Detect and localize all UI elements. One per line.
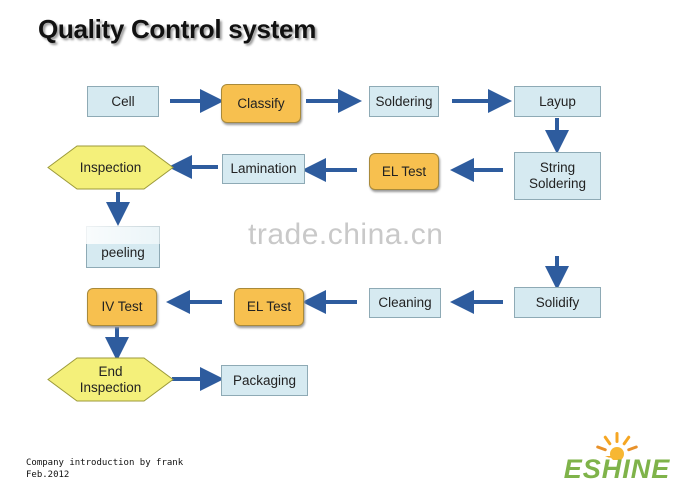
step-cell: Cell <box>87 86 159 117</box>
decision-inspection-shape <box>47 145 174 190</box>
step-layup: Layup <box>514 86 601 117</box>
step-soldering: Soldering <box>369 86 439 117</box>
step-el-test-2-label: EL Test <box>246 299 292 314</box>
step-solidify: Solidify <box>514 287 601 318</box>
step-cleaning-label: Cleaning <box>378 295 432 310</box>
decision-inspection: Inspection <box>47 145 174 190</box>
decision-inspection-label: Inspection <box>79 159 142 175</box>
step-packaging: Packaging <box>221 365 308 396</box>
step-classify: Classify <box>221 84 301 123</box>
sun-icon <box>596 432 638 461</box>
step-lamination-label: Lamination <box>230 161 297 176</box>
eshine-logo: ESHINE <box>562 426 672 488</box>
step-classify-label: Classify <box>237 95 285 111</box>
step-string-soldering: String Soldering <box>514 152 601 200</box>
step-solidify-label: Solidify <box>535 294 580 310</box>
logo-text: ESHINE <box>563 454 671 484</box>
watermark-text: trade.china.cn <box>248 218 444 251</box>
step-packaging-label: Packaging <box>232 372 297 388</box>
watermark-fade <box>76 226 162 244</box>
step-lamination: Lamination <box>222 154 305 184</box>
step-string-soldering-label-2: Soldering <box>528 176 587 191</box>
step-layup-label: Layup <box>539 93 576 109</box>
step-el-test-1-label: EL Test <box>381 163 427 179</box>
step-iv-test-label: IV Test <box>101 299 143 314</box>
decision-end-inspection: End Inspection <box>47 357 174 402</box>
footer-line-1: Company introduction by frank <box>26 458 184 468</box>
decision-end-inspection-shape <box>47 357 174 402</box>
step-string-soldering-label-1: String <box>539 160 576 175</box>
decision-end-inspection-label-1: End <box>98 363 123 379</box>
footer-line-2: Feb.2012 <box>26 470 70 480</box>
step-el-test-1: EL Test <box>369 153 439 190</box>
page-title: Quality Control system <box>38 14 317 44</box>
decision-end-inspection-label-2: Inspection <box>79 379 142 395</box>
step-soldering-label: Soldering <box>375 93 433 109</box>
step-iv-test: IV Test <box>87 288 157 326</box>
step-peeling-label: peeling <box>101 245 145 260</box>
step-cleaning: Cleaning <box>369 288 441 318</box>
step-el-test-2: EL Test <box>234 288 304 326</box>
step-cell-label: Cell <box>111 93 135 109</box>
